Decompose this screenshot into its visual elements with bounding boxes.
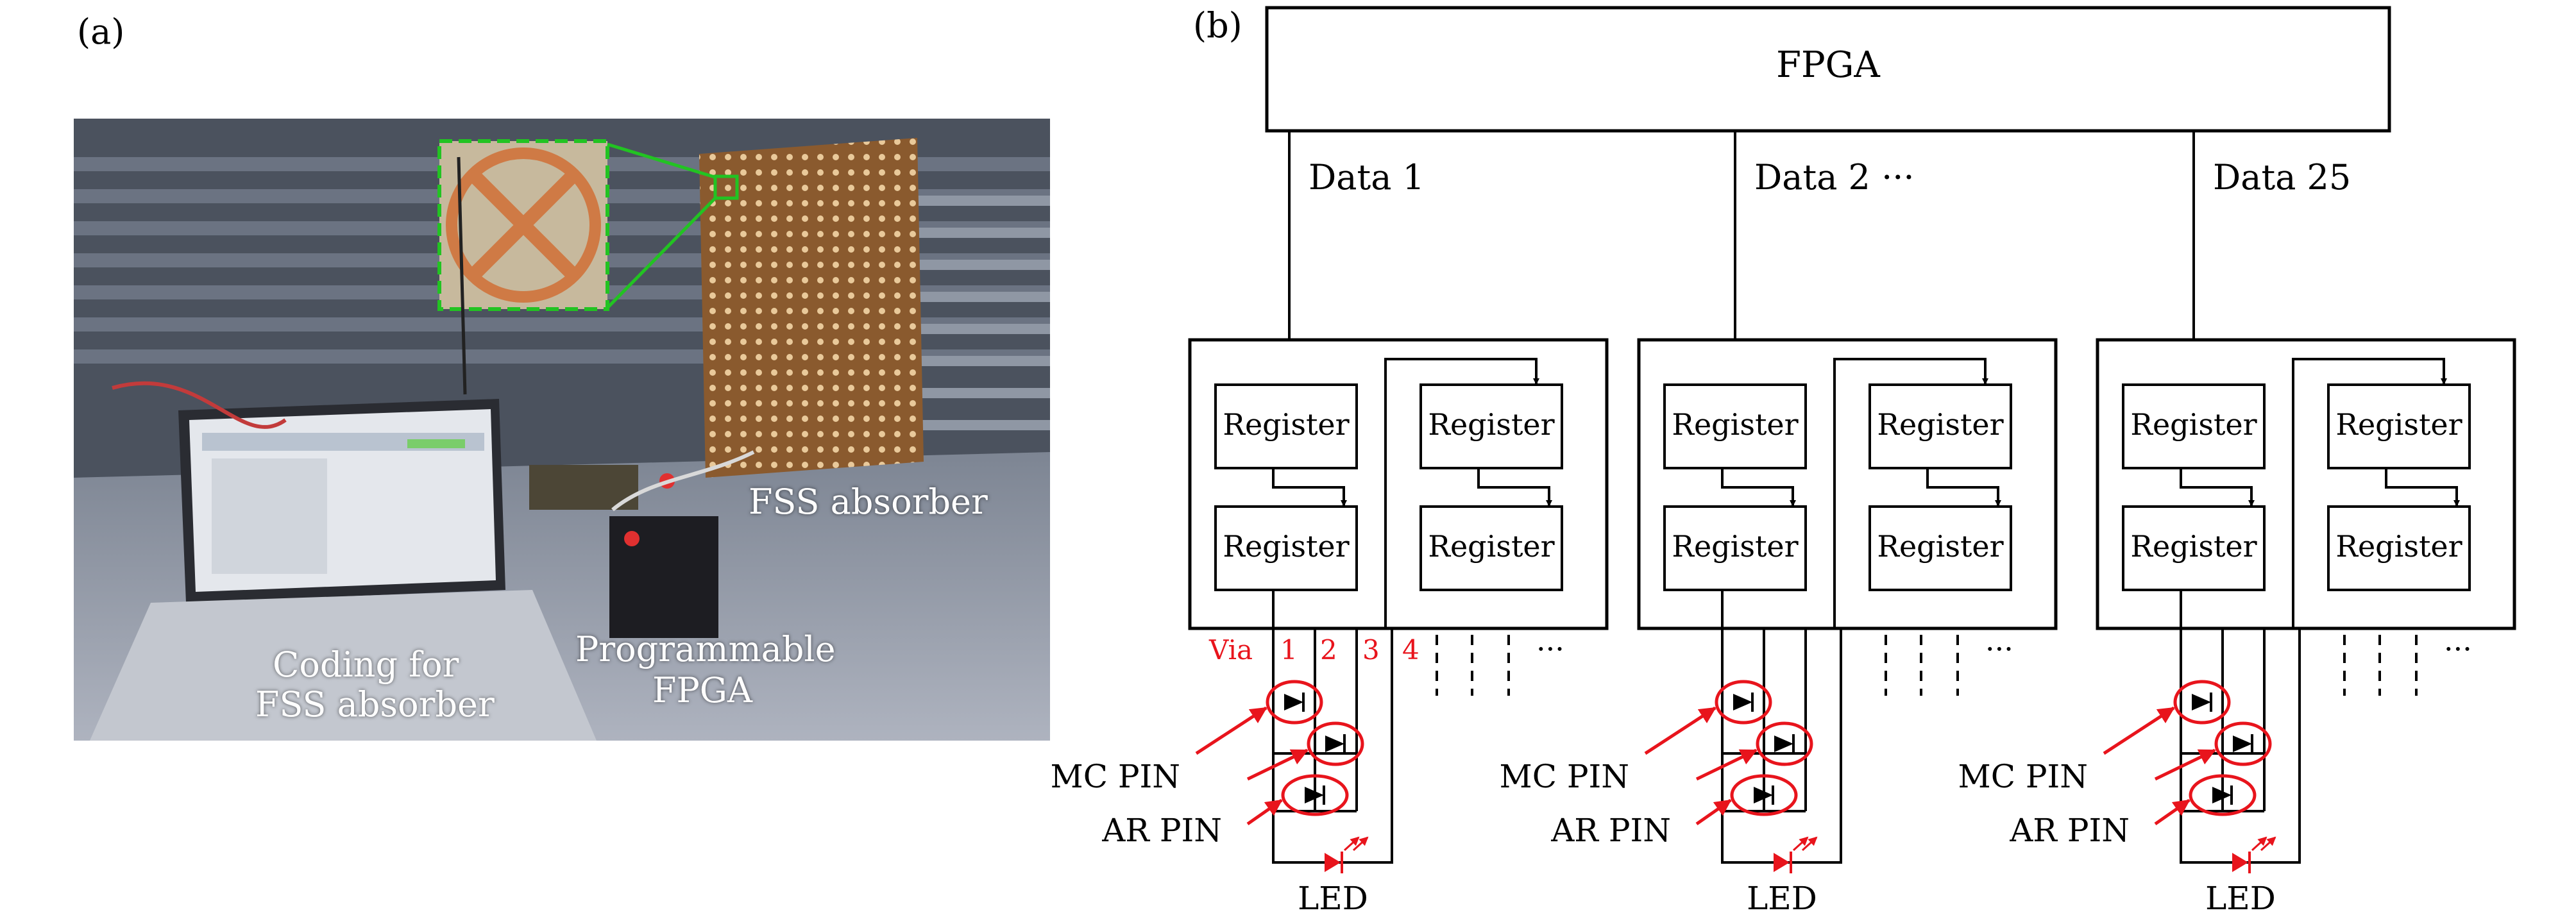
register-group-2: Register Register Register Register [1637,338,2058,630]
via-number-4: 4 [1402,634,1419,666]
ar-pin-diode [1730,774,1798,816]
register-label: Register [1223,529,1349,564]
register-box [1663,383,1807,469]
register-label: Register [2130,407,2257,442]
photo-illustration [74,119,1050,741]
panel-b-label: (b) [1193,5,1242,46]
fpga-label: FPGA [1776,44,1880,86]
coding-absorber-label: FSS absorber [255,684,495,725]
mc-pin-diode [1266,680,1323,725]
register-label: Register [1672,407,1798,442]
fpga-block [1265,6,2391,133]
mc-pin-diode [2214,721,2272,766]
coding-label: Coding for [273,644,459,685]
register-box [2327,383,2471,469]
register-group-1: Register Register Register Register [1188,338,1609,630]
fss-absorber-label: FSS absorber [749,482,988,522]
ar-pin-label-1: AR PIN [1101,812,1222,849]
via-number-2: 2 [1320,634,1337,666]
ellipsis-2: ··· [1985,632,2013,666]
programmable-label: Programmable [575,629,836,669]
register-box [1868,383,2012,469]
ar-pin-diode [2189,774,2257,816]
ar-pin-diode [1281,774,1349,816]
fpga-photo-label: FPGA [652,670,752,710]
register-label: Register [1672,529,1798,564]
panel-a-label: (a) [77,12,125,52]
led-symbol [1774,853,1790,872]
experimental-setup-photo: FSS absorber Programmable FPGA Coding fo… [74,119,1050,741]
register-label: Register [1223,407,1349,442]
mc-pin-diode [1715,680,1772,725]
via-number-1: 1 [1280,634,1298,666]
ar-pin-label-25: AR PIN [2009,812,2130,849]
mc-pin-diode [1307,721,1364,766]
ellipsis-25: ··· [2444,632,2472,666]
register-label: Register [2335,407,2462,442]
register-box [1419,383,1563,469]
register-label: Register [1428,529,1554,564]
bias-circuit-25 [2103,628,2301,873]
mc-pin-label-2: MC PIN [1500,758,1630,795]
led-label-1: LED [1298,880,1368,917]
register-box [2327,505,2471,591]
circuit-diagram: (b) FPGA Data 1 Data 2 ··· Data 25 Regis… [1052,5,2516,917]
mc-pin-diode [2173,680,2231,725]
data-label-1: Data 1 [1309,157,1425,197]
led-label-2: LED [1747,880,1817,917]
register-group-25: Register Register Register Register [2096,338,2516,630]
register-label: Register [1877,407,2003,442]
via-number-3: 3 [1362,634,1380,666]
ar-pin-label-2: AR PIN [1550,812,1671,849]
bias-circuit-2 [1644,628,1842,873]
register-box [2122,383,2266,469]
led-label-25: LED [2205,880,2276,917]
data-label-25: Data 25 [2213,157,2351,197]
register-box [1663,505,1807,591]
register-box [2122,505,2266,591]
bias-circuit-1 [1195,628,1393,873]
extra-vias [1436,635,2418,696]
register-box [1868,505,2012,591]
led-symbol [2232,853,2248,872]
mc-pin-diode [1756,721,1813,766]
mc-pin-label-25: MC PIN [1958,758,2089,795]
register-box [1214,505,1358,591]
led-symbol [1325,853,1341,872]
register-label: Register [1428,407,1554,442]
register-label: Register [1877,529,2003,564]
register-box [1419,505,1563,591]
via-label: Via [1208,634,1253,666]
register-label: Register [2335,529,2462,564]
data-label-2: Data 2 ··· [1754,157,1915,197]
register-box [1214,383,1358,469]
register-label: Register [2130,529,2257,564]
mc-pin-label-1: MC PIN [1052,758,1180,795]
ellipsis-1: ··· [1536,632,1564,666]
